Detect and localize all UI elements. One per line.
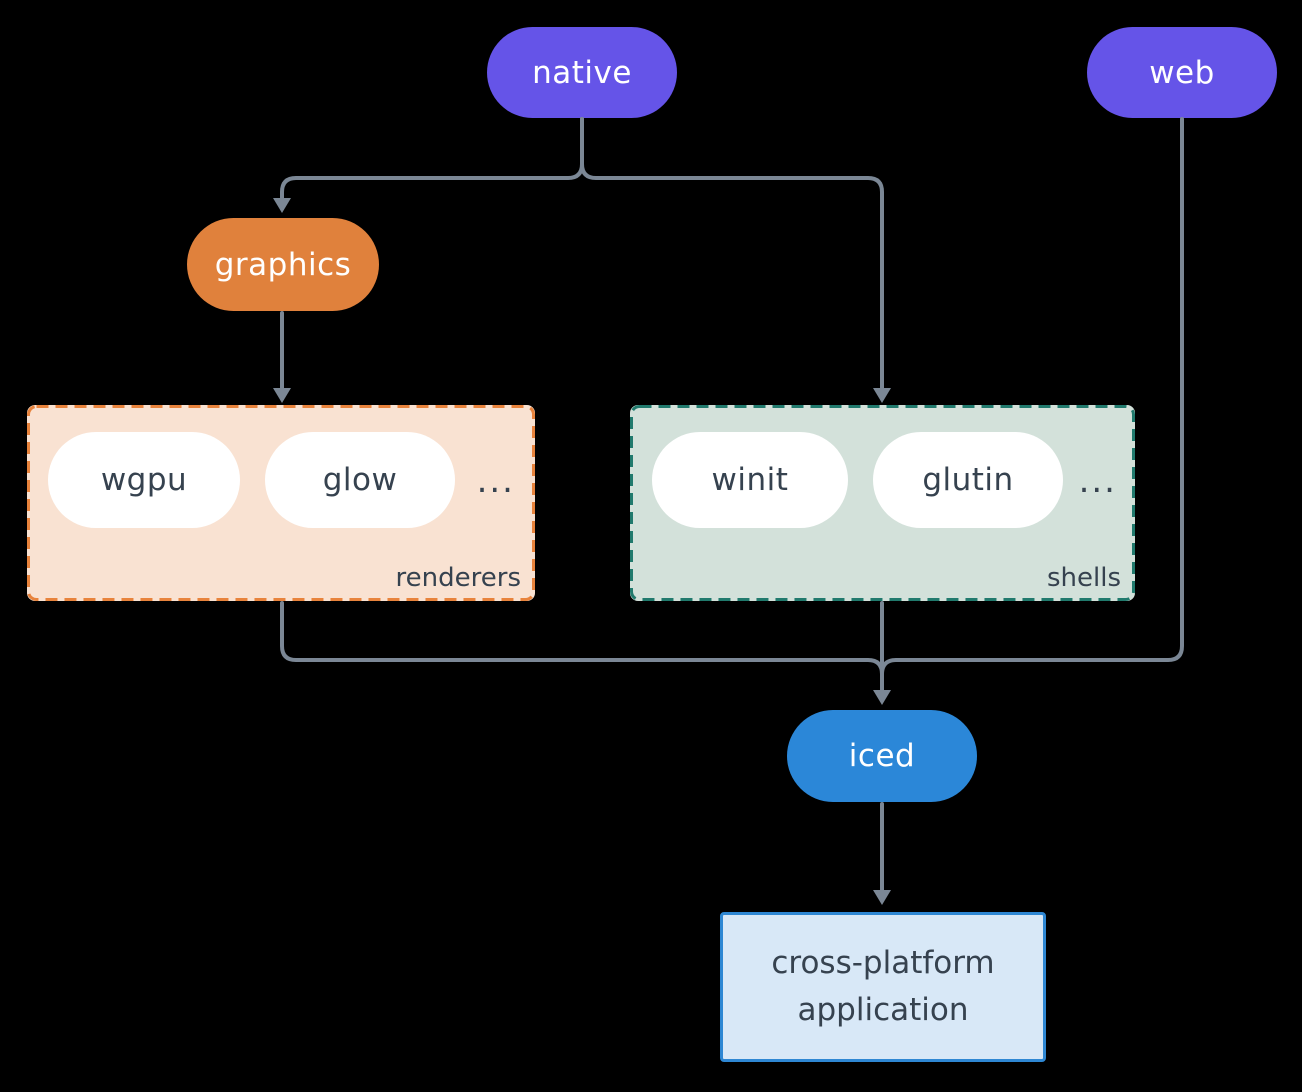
edge-native-shells (580, 117, 884, 390)
arrowhead-graphics (273, 198, 291, 213)
node-native: native (487, 27, 677, 118)
renderers-ellipsis: ... (476, 461, 515, 501)
node-web: web (1087, 27, 1277, 118)
renderers-group-label: renderers (395, 563, 521, 593)
shells-ellipsis: ... (1078, 461, 1117, 501)
group-renderers: wgpu glow ... renderers (27, 405, 535, 601)
node-graphics: graphics (187, 218, 379, 311)
edge-native-graphics (280, 117, 584, 200)
node-glutin: glutin (873, 432, 1063, 528)
node-iced: iced (787, 710, 977, 802)
arrowhead-iced (873, 690, 891, 705)
node-glow: glow (265, 432, 455, 528)
edge-renderers-iced (280, 601, 884, 676)
node-cross-platform-application: cross-platform application (720, 912, 1046, 1062)
arrowhead-shells (873, 388, 891, 403)
shells-group-label: shells (1046, 563, 1121, 593)
node-wgpu: wgpu (48, 432, 240, 528)
group-shells: winit glutin ... shells (630, 405, 1135, 601)
arrowhead-application (873, 890, 891, 905)
arrowhead-renderers (273, 388, 291, 403)
application-label: cross-platform application (771, 945, 995, 1028)
node-winit: winit (652, 432, 848, 528)
